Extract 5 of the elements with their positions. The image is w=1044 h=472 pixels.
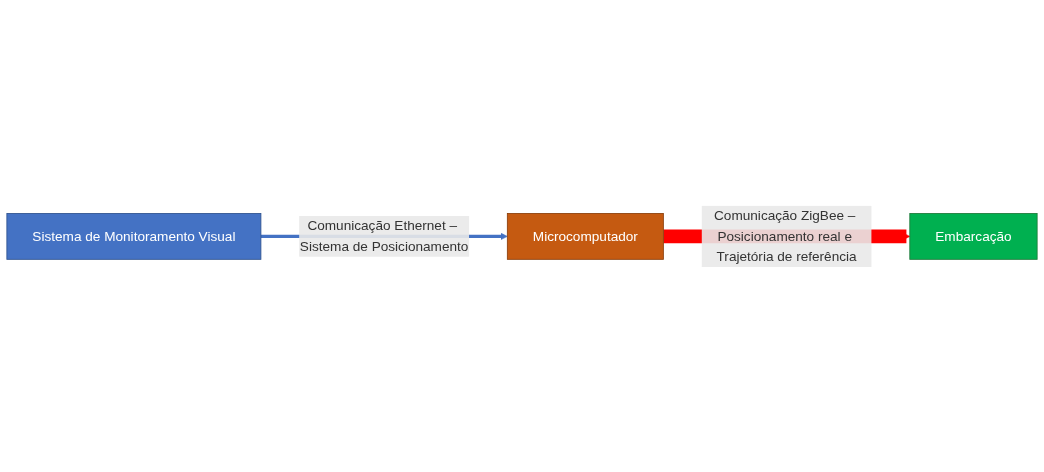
node-box: Sistema de Monitoramento Visual [6,212,262,260]
node-box: Microcomputador [506,212,664,260]
edge-label: Comunicação Ethernet – Sistema de Posicionamento [299,218,469,253]
node-box: Embarcação [909,212,1038,260]
edge-label: Comunicação ZigBee – Posicionamento real e Trajetória de referência [714,207,857,264]
